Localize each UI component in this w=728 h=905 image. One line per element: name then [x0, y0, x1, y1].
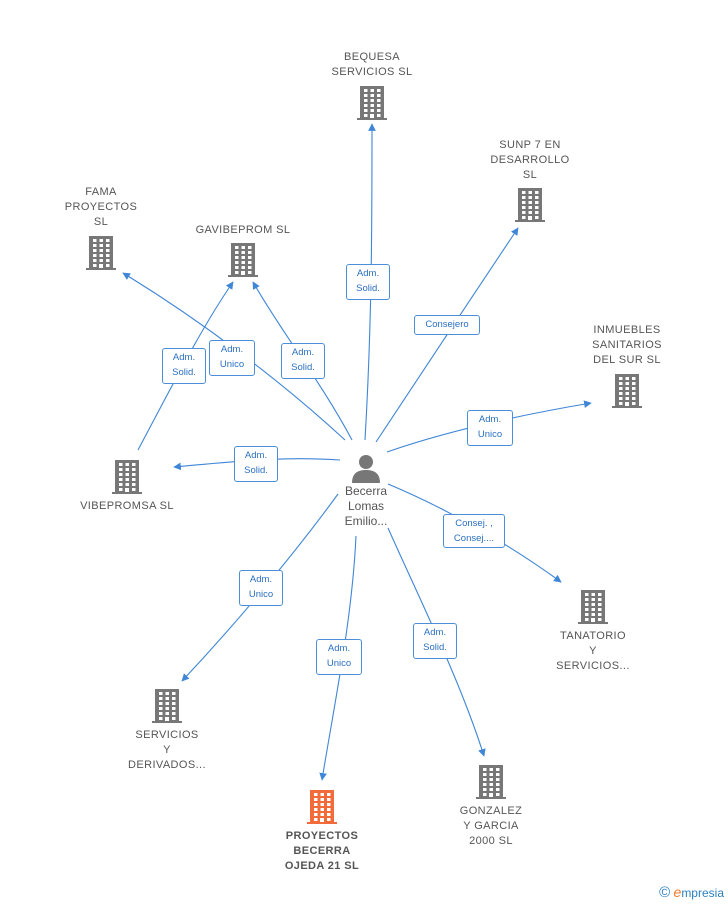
company-label: SERVICIOS Y DERIVADOS...	[128, 729, 206, 771]
building-icon	[86, 236, 116, 270]
building-icon	[228, 243, 258, 277]
company-node-gonzalez[interactable]: GONZALEZ Y GARCIA 2000 SL	[436, 765, 546, 849]
edge-label-e-fama[interactable]: Adm. Unico	[209, 340, 255, 376]
company-node-bequesa[interactable]: BEQUESA SERVICIOS SL	[317, 50, 427, 120]
company-label: GAVIBEPROM SL	[195, 224, 291, 236]
building-icon	[307, 790, 337, 824]
building-icon	[578, 590, 608, 624]
company-node-sunp7[interactable]: SUNP 7 EN DESARROLLO SL	[475, 138, 585, 222]
edge-label-e-gavibeprom[interactable]: Adm. Solid.	[281, 343, 325, 379]
company-node-fama[interactable]: FAMA PROYECTOS SL	[46, 185, 156, 270]
building-icon	[476, 765, 506, 799]
center-person[interactable]: Becerra Lomas Emilio...	[330, 452, 402, 529]
edge-label-e-tanatorio[interactable]: Consej. , Consej....	[443, 514, 505, 548]
company-node-gavibeprom[interactable]: GAVIBEPROM SL	[188, 223, 298, 277]
company-node-tanatorio[interactable]: TANATORIO Y SERVICIOS...	[538, 590, 648, 674]
center-person-label: Becerra Lomas Emilio...	[344, 484, 388, 528]
company-node-servicios[interactable]: SERVICIOS Y DERIVADOS...	[112, 689, 222, 773]
company-label: GONZALEZ Y GARCIA 2000 SL	[459, 805, 523, 847]
brand-logo[interactable]: © empresia	[659, 884, 724, 901]
company-node-vibepromsa[interactable]: VIBEPROMSA SL	[72, 460, 182, 514]
company-label: BEQUESA SERVICIOS SL	[331, 51, 413, 78]
edge-label-e-sunp7[interactable]: Consejero	[414, 315, 480, 335]
brand-initial: e	[673, 884, 682, 900]
building-icon	[112, 460, 142, 494]
building-icon	[152, 689, 182, 723]
company-node-inmuebles[interactable]: INMUEBLES SANITARIOS DEL SUR SL	[572, 323, 682, 408]
copyright-icon: ©	[659, 884, 671, 901]
company-label: FAMA PROYECTOS SL	[64, 186, 138, 228]
edge-label-e-vibepromsa[interactable]: Adm. Solid.	[234, 446, 278, 482]
edge-label-e-vibe-gavi[interactable]: Adm. Solid.	[162, 348, 206, 384]
person-icon	[352, 455, 380, 483]
company-label: TANATORIO Y SERVICIOS...	[556, 630, 630, 672]
company-label: INMUEBLES SANITARIOS DEL SUR SL	[592, 324, 662, 366]
building-icon	[357, 86, 387, 120]
edge-label-e-proyectos[interactable]: Adm. Unico	[316, 639, 362, 675]
edge-label-e-bequesa[interactable]: Adm. Solid.	[346, 264, 390, 300]
edge-label-e-inmuebles[interactable]: Adm. Unico	[467, 410, 513, 446]
company-node-proyectos[interactable]: PROYECTOS BECERRA OJEDA 21 SL	[267, 790, 377, 874]
edge-label-e-servicios[interactable]: Adm. Unico	[239, 570, 283, 606]
building-icon	[515, 188, 545, 222]
company-label: SUNP 7 EN DESARROLLO SL	[490, 139, 570, 181]
brand-name: mpresia	[681, 886, 724, 900]
edge-label-e-gonzalez[interactable]: Adm. Solid.	[413, 623, 457, 659]
company-label: VIBEPROMSA SL	[80, 500, 174, 512]
building-icon	[612, 374, 642, 408]
company-label: PROYECTOS BECERRA OJEDA 21 SL	[284, 830, 360, 872]
